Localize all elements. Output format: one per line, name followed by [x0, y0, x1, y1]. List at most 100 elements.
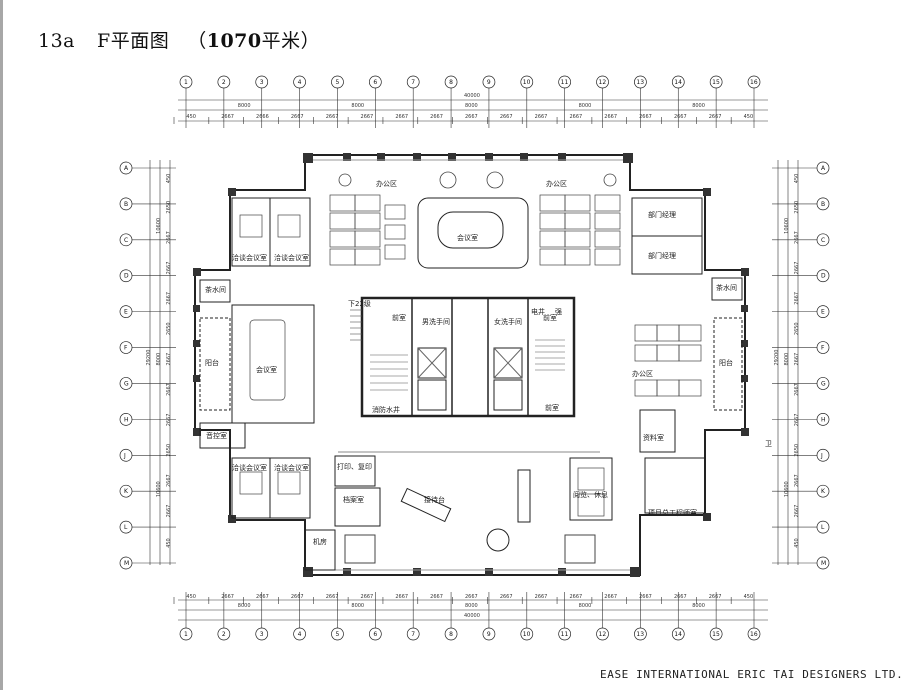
- dim-top-small: 2667: [326, 114, 339, 120]
- axis-bubble-top: [406, 627, 420, 641]
- title-area-value: 1070: [206, 30, 262, 52]
- axis-label-side: J: [123, 452, 126, 459]
- axis-bubble-top: [520, 75, 534, 89]
- axis-label-side: F: [821, 345, 825, 352]
- axis-label-side: D: [124, 273, 129, 280]
- axis-bubble-side: [816, 556, 830, 570]
- axis-label-side: E: [821, 309, 825, 316]
- axis-label-top: 12: [599, 79, 607, 86]
- dim-bottom-small: 2667: [256, 594, 269, 600]
- axis-label-top: 11: [561, 631, 569, 638]
- axis-bubble-top: [179, 75, 193, 89]
- axis-bubble-side: [119, 556, 133, 570]
- dim-top-small: 450: [186, 114, 196, 120]
- axis-label-top: 10: [523, 631, 531, 638]
- dim-top-small: 2667: [465, 114, 478, 120]
- label-reception: 接待台: [424, 495, 445, 504]
- dim-top-small: 2667: [221, 114, 234, 120]
- axis-bubble-top: [255, 627, 269, 641]
- axis-label-side: B: [124, 201, 128, 208]
- dim-side-small: 2667: [794, 292, 800, 305]
- axis-bubble-side: [816, 197, 830, 211]
- label-meeting-room-top: 会议室: [457, 233, 478, 242]
- axis-bubble-top: [747, 627, 761, 641]
- dim-side-small: 2667: [166, 414, 172, 427]
- dim-bottom-small: 2667: [604, 594, 617, 600]
- label-down-22: 下22级: [348, 299, 371, 308]
- axis-bubble-side: [816, 377, 830, 390]
- dim-bottom-total: 40000: [464, 613, 480, 619]
- label-project-engineer: 项目总工程师室: [648, 508, 697, 517]
- dim-side-small: 450: [166, 174, 172, 184]
- axis-label-top: 4: [298, 79, 302, 86]
- label-meeting-room-left: 会议室: [256, 365, 277, 374]
- dim-bottom-small: 2667: [361, 594, 374, 600]
- dim-bottom-mid: 8000: [465, 603, 478, 609]
- axis-bubble-top: [444, 627, 458, 641]
- axis-label-side: A: [124, 165, 129, 172]
- dim-side-small: 2650: [794, 201, 800, 214]
- archive-room: [334, 487, 381, 527]
- balcony-left: [199, 317, 231, 411]
- dim-top-mid: 8000: [465, 103, 478, 109]
- dim-side-small: 2667: [794, 231, 800, 244]
- dim-top-mid: 8000: [351, 103, 364, 109]
- label-womens-wc: 女洗手间: [494, 317, 522, 326]
- dim-side-small: 450: [166, 538, 172, 548]
- axis-label-side: C: [124, 237, 128, 244]
- axis-label-top: 11: [561, 79, 569, 86]
- label-electrical-shaft: 电井: [531, 307, 545, 316]
- dim-bottom-small: 450: [186, 594, 196, 600]
- axis-label-top: 13: [636, 79, 644, 86]
- axis-bubble-side: [816, 484, 830, 498]
- label-office-area-b: 办公区: [546, 179, 567, 188]
- axis-label-side: M: [124, 560, 129, 567]
- dim-side-small: 2667: [794, 474, 800, 487]
- dim-bottom-mid: 8000: [579, 603, 592, 609]
- axis-label-side: H: [821, 416, 826, 423]
- axis-label-top: 14: [674, 631, 682, 638]
- axis-bubble-top: [671, 75, 685, 89]
- dim-bottom-small: 2667: [674, 594, 687, 600]
- axis-label-top: 6: [373, 79, 377, 86]
- dim-side-small: 2667: [166, 231, 172, 244]
- dim-side-small: 2667: [166, 383, 172, 396]
- dimension-lines: [149, 99, 799, 621]
- dim-bottom-small: 2667: [639, 594, 652, 600]
- label-office-area-a: 办公区: [376, 179, 397, 188]
- axis-label-side: K: [821, 488, 826, 495]
- negotiation-room-4: [269, 457, 311, 519]
- dim-top-small: 2666: [256, 114, 269, 120]
- print-room: [334, 455, 376, 487]
- axis-label-top: 5: [335, 631, 339, 638]
- axis-bubble-top: [482, 627, 496, 641]
- axis-bubble-top: [558, 75, 572, 89]
- axis-label-top: 1: [184, 79, 188, 86]
- axis-bubble-top: [558, 627, 572, 641]
- dim-side-small: 2650: [794, 444, 800, 457]
- dim-side-small: 2667: [794, 505, 800, 518]
- axis-label-side: L: [124, 524, 128, 531]
- reception-desk: [400, 487, 452, 523]
- axis-bubble-top: [331, 627, 344, 641]
- dim-side-small: 2667: [794, 383, 800, 396]
- dim-bottom-small: 2667: [465, 594, 478, 600]
- dim-side-small: 2667: [794, 414, 800, 427]
- axis-label-top: 8: [449, 79, 453, 86]
- axis-label-side: A: [821, 165, 826, 172]
- axis-label-top: 9: [487, 79, 491, 86]
- axis-bubble-top: [596, 627, 609, 641]
- slide-edge: [0, 0, 3, 690]
- label-dept-manager-2: 部门经理: [648, 251, 676, 260]
- axis-bubble-top: [482, 75, 496, 89]
- axis-bubble-top: [293, 627, 306, 641]
- axis-label-top: 8: [449, 631, 453, 638]
- dim-side-mid: 8000: [156, 353, 162, 366]
- axis-bubble-side: [119, 413, 133, 426]
- dim-side-small: 2667: [166, 262, 172, 275]
- meeting-room-left: [231, 304, 315, 424]
- dim-bottom-mid: 8000: [692, 603, 705, 609]
- dim-top-small: 2667: [395, 114, 408, 120]
- axis-bubble-top: [331, 75, 344, 89]
- axis-label-side: E: [124, 309, 128, 316]
